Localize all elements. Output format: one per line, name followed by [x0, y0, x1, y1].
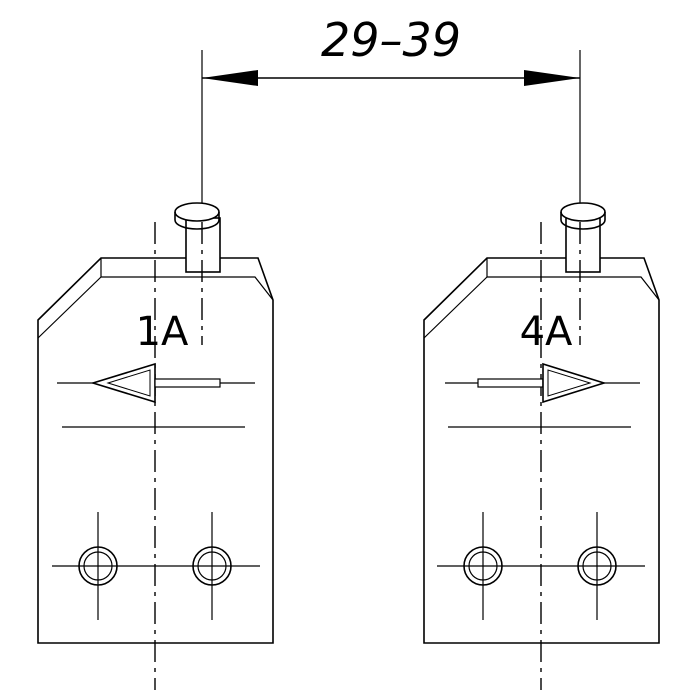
left-part-label: 1A	[136, 309, 189, 355]
dimension-annotation: 29–39	[201, 13, 581, 235]
right-bracket-part: 4A	[423, 202, 660, 690]
right-hole-2	[557, 512, 645, 620]
right-part-label: 4A	[520, 309, 573, 355]
right-plate-top-edge	[486, 258, 660, 301]
left-plate-top-edge	[100, 258, 274, 301]
right-direction-arrow	[477, 362, 607, 404]
right-plate-outline	[423, 257, 660, 644]
right-plate-chamfer	[423, 276, 488, 339]
left-hole-1	[52, 512, 142, 620]
dimension-label: 29–39	[321, 13, 461, 67]
left-pin	[174, 202, 221, 273]
left-direction-arrow	[90, 362, 221, 404]
right-pin	[560, 202, 606, 273]
right-hole-1	[437, 512, 527, 620]
dimension-arrowhead-right	[524, 70, 580, 86]
left-plate-outline	[37, 257, 274, 644]
left-hole-2	[172, 512, 260, 620]
dimension-arrowhead-left	[202, 70, 258, 86]
left-plate-chamfer	[37, 276, 102, 339]
left-bracket-part: 1A	[37, 202, 274, 690]
